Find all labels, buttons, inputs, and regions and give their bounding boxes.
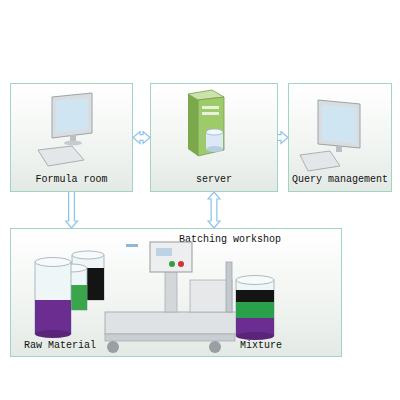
server-front [198, 97, 224, 156]
server-box: server [150, 83, 278, 192]
part-label: Raw Material [24, 340, 96, 352]
arrow-outline [278, 134, 282, 141]
raw-can [35, 262, 71, 334]
server-slot [202, 112, 219, 115]
flow-arrow [278, 137, 282, 138]
part-label: Mixture [240, 340, 282, 352]
monitor-frame [52, 93, 92, 138]
raw-liquid [35, 300, 71, 334]
can-bottom [236, 332, 274, 340]
flow-arrow [71, 192, 72, 222]
keyboard [38, 146, 84, 166]
can-top [236, 276, 274, 285]
mixture-layer [236, 290, 274, 302]
can-top [72, 251, 104, 259]
node-label: Batching workshop [179, 234, 281, 246]
stop-button [178, 261, 184, 267]
raw-liquid [55, 285, 87, 310]
arrow-fill [278, 135, 282, 140]
raw-can [72, 255, 104, 300]
monitor-screen [322, 105, 356, 143]
formula-room-box: Formula room [10, 83, 133, 192]
panel-screen [156, 248, 172, 256]
node-label: server [151, 174, 277, 186]
server-top [188, 90, 224, 100]
machine-platform [105, 312, 245, 334]
arrow-fill [139, 135, 144, 140]
monitor-frame [318, 100, 360, 148]
server-side [188, 94, 198, 156]
raw-can [55, 268, 87, 310]
wheel [107, 341, 119, 353]
machine-handle [226, 262, 232, 312]
database-top [206, 129, 223, 135]
flow-arrow [139, 137, 144, 138]
mixture-layer [236, 302, 274, 318]
can-bottom [35, 330, 71, 338]
arrow-outline [68, 192, 75, 222]
server-slot [202, 106, 219, 109]
workshop-box: Batching workshop [10, 228, 342, 357]
control-panel [150, 242, 192, 272]
mixture-can [236, 280, 274, 336]
database-body [206, 132, 223, 149]
arrow-fill [212, 198, 217, 222]
machine-rail [105, 334, 235, 341]
monitor-stand [70, 135, 76, 142]
machine-tag [126, 244, 138, 247]
raw-liquid [72, 268, 104, 300]
query-box: Query management [288, 83, 392, 192]
keyboard [300, 151, 340, 171]
monitor-stand [336, 146, 342, 152]
arrow-outline [139, 134, 144, 141]
machine-column [165, 270, 177, 312]
can-top [35, 258, 71, 267]
can-top [55, 264, 87, 272]
node-label: Query management [289, 174, 391, 186]
start-button [169, 261, 175, 267]
flow-arrow [214, 198, 215, 222]
mixture-layer [236, 318, 274, 336]
node-label: Formula room [11, 174, 132, 186]
wheel [209, 341, 221, 353]
arrow-fill [69, 192, 74, 222]
database-bottom [206, 146, 223, 152]
machine-body [190, 280, 232, 312]
monitor-screen [56, 98, 88, 133]
arrow-outline [211, 198, 218, 222]
monitor-base [64, 141, 82, 146]
